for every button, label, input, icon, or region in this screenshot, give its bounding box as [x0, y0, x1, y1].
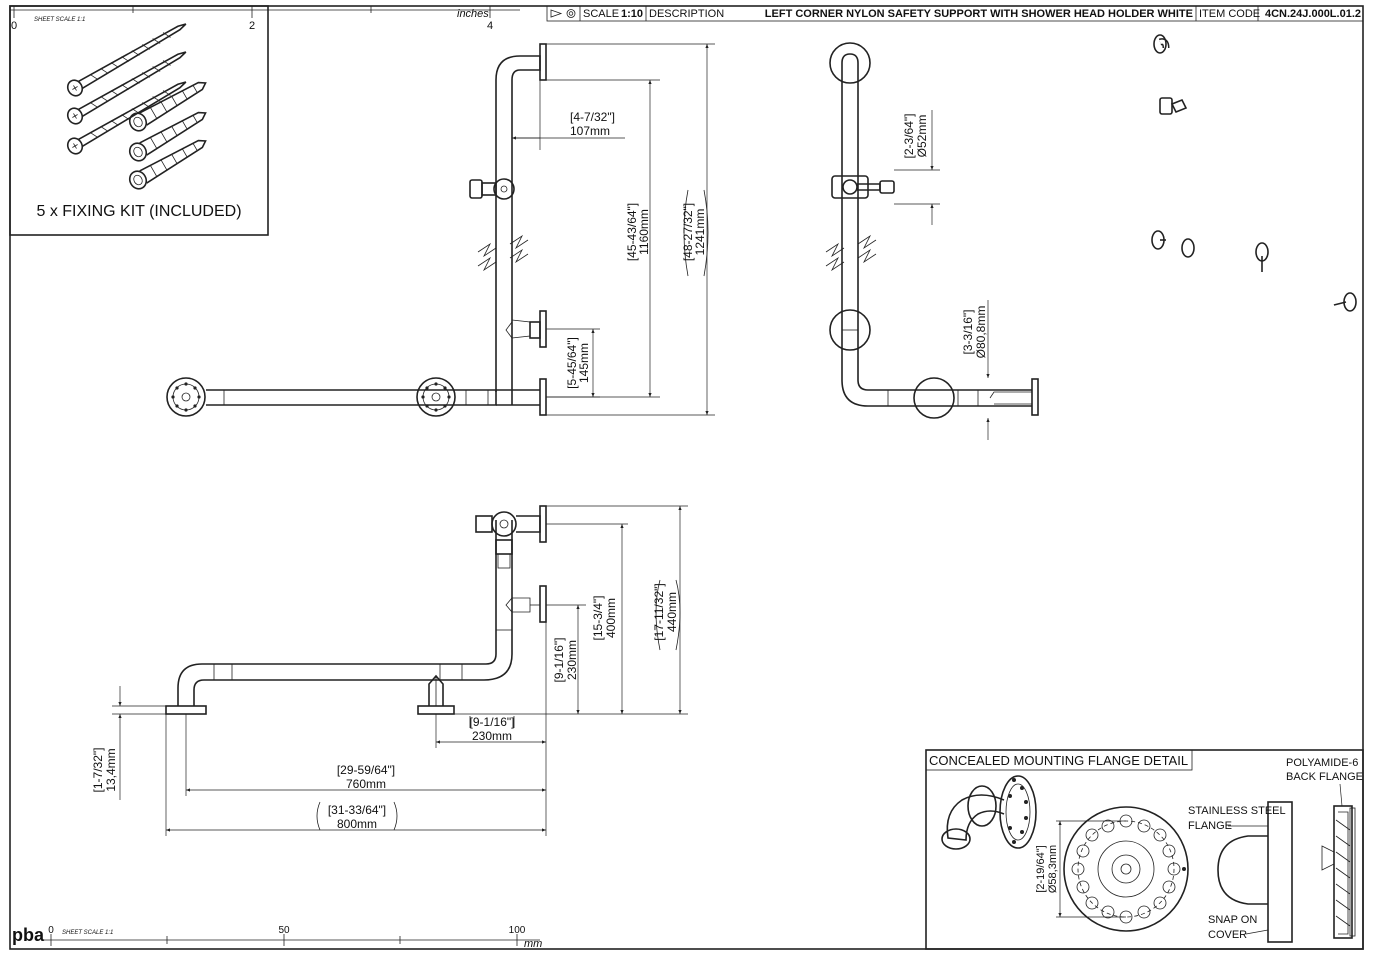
flange-detail-panel: CONCEALED MOUNTING FLANGE DETAIL — [925, 749, 1364, 950]
side-view: [2-3/64"] Ø52mm [3-3/16"] Ø80,8mm — [825, 42, 1039, 440]
dim-1241-mm: 1241mm — [693, 209, 707, 256]
dim-400-inch: [15-3/4"] — [591, 596, 605, 641]
dim-107-mm: 107mm — [570, 124, 610, 138]
wall-plug-icon — [128, 81, 207, 190]
side-bottom-flange — [913, 377, 955, 419]
dim-440-mm: 440mm — [665, 592, 679, 632]
bottom-ruler-tick-100: 100 — [509, 925, 526, 936]
bottom-ruler-tick-0: 0 — [48, 925, 54, 936]
bottom-ruler-unit: mm — [524, 938, 542, 950]
dim-34-mm: 13,4mm — [104, 748, 118, 791]
dim-145-mm: 145mm — [577, 343, 591, 383]
flange-section — [1217, 801, 1356, 943]
dim-400-mm: 400mm — [604, 598, 618, 638]
steel-label-1: STAINLESS STEEL — [1188, 805, 1286, 817]
dim-107-inch: [4-7/32"] — [570, 110, 615, 124]
side-mid-flange — [829, 309, 871, 351]
flange-3d-sketch — [941, 775, 1037, 850]
dim-760-inch: [29-59/64"] — [337, 763, 395, 777]
flange-detail-title: CONCEALED MOUNTING FLANGE DETAIL — [929, 753, 1188, 768]
scale-value: 1:10 — [621, 8, 643, 20]
dim-34-inch: [1-7/32"] — [91, 748, 105, 793]
description-label: DESCRIPTION — [649, 8, 724, 20]
front-vertical-bar — [495, 55, 541, 392]
top-ruler: 0 2 4 SHEET SCALE 1:1 inches — [10, 6, 520, 32]
title-block: SCALE 1:10 DESCRIPTION LEFT CORNER NYLON… — [546, 5, 1364, 22]
front-mid-flange — [539, 310, 547, 348]
flange-dia-inch: [2-19/64"] — [1035, 845, 1047, 892]
dim-230h-mm: 230mm — [472, 729, 512, 743]
dim-80-inch: [3-3/16"] — [961, 310, 975, 355]
plan-pipe-inner — [193, 520, 513, 706]
side-horizontal-bar — [841, 379, 1032, 407]
plan-pipe-outer — [177, 520, 497, 706]
sheet-border — [9, 5, 1364, 950]
polyamide-label-2: BACK FLANGE — [1286, 771, 1363, 783]
plan-view: [17-11/32"] 440mm [15-3/4"] 400mm [9-1/1… — [91, 505, 688, 836]
dim-52-inch: [2-3/64"] — [902, 114, 916, 159]
side-shower-holder — [831, 175, 895, 199]
steel-label-2: FLANGE — [1188, 820, 1232, 832]
screw-icon — [66, 23, 187, 155]
dim-80-mm: Ø80,8mm — [974, 306, 988, 359]
dim-800-inch: [31-33/64"] — [328, 803, 386, 817]
plan-top-flange — [539, 505, 547, 543]
item-code-value: 4CN.24J.000L.01.2 — [1265, 8, 1361, 20]
dim-230v-mm: 230mm — [565, 640, 579, 680]
front-end-flange-left — [166, 377, 206, 417]
dim-1160-inch: [45-43/64"] — [625, 203, 639, 261]
fixing-kit-panel: 5 x FIXING KIT (INCLUDED) — [9, 5, 269, 236]
top-ruler-tick-4: 4 — [487, 20, 493, 32]
plan-mid-flange — [539, 585, 547, 623]
front-end-flange-right — [416, 377, 456, 417]
dim-230h-inch: [9-1/16"] — [470, 715, 515, 729]
iso-holder — [1159, 97, 1173, 115]
dim-52-mm: Ø52mm — [915, 115, 929, 158]
dim-145-inch: [5-45/64"] — [565, 337, 579, 389]
top-ruler-tick-0: 0 — [11, 20, 17, 32]
bottom-ruler-tick-50: 50 — [278, 925, 290, 936]
dim-800-mm: 800mm — [337, 817, 377, 831]
dim-1241-inch: [48-27/32"] — [681, 203, 695, 261]
top-ruler-sheet-scale: SHEET SCALE 1:1 — [34, 17, 85, 23]
flange-face — [1063, 806, 1189, 932]
bottom-ruler: 0 50 100 SHEET SCALE 1:1 mm — [44, 925, 542, 950]
scale-label: SCALE — [583, 8, 619, 20]
isometric-view — [1151, 34, 1357, 312]
side-top-flange — [829, 42, 871, 84]
fixing-kit-label: 5 x FIXING KIT (INCLUDED) — [36, 203, 241, 220]
cover-label-2: COVER — [1208, 929, 1247, 941]
front-bottom-flange — [539, 378, 547, 416]
bottom-ruler-sheet-scale: SHEET SCALE 1:1 — [62, 930, 113, 936]
brand-logo: pba — [12, 925, 45, 945]
cover-label-1: SNAP ON — [1208, 914, 1257, 926]
shower-head-holder — [469, 178, 515, 200]
dim-440-inch: [17-11/32"] — [652, 583, 666, 640]
dim-230v-inch: [9-1/16"] — [552, 638, 566, 683]
front-horizontal-bar — [206, 389, 497, 406]
flange-dia-mm: Ø58,3mm — [1047, 845, 1059, 893]
front-top-flange — [539, 43, 547, 81]
top-ruler-unit: inches — [457, 8, 489, 20]
polyamide-label-1: POLYAMIDE-6 — [1286, 757, 1358, 769]
dim-1160-mm: 1160mm — [637, 209, 651, 255]
dim-760-mm: 760mm — [346, 777, 386, 791]
side-vertical-bar — [841, 53, 859, 380]
description-value: LEFT CORNER NYLON SAFETY SUPPORT WITH SH… — [765, 8, 1193, 20]
item-code-label: ITEM CODE — [1199, 8, 1260, 20]
plan-left-foot — [165, 705, 207, 715]
top-ruler-tick-2: 2 — [249, 20, 255, 32]
side-end-flange — [1031, 378, 1039, 416]
projection-symbol-icon — [550, 9, 576, 18]
front-view: [4-7/32"] 107mm [45-43/64"] 1160mm [48-2… — [166, 43, 715, 417]
plan-shower-holder — [475, 511, 541, 569]
